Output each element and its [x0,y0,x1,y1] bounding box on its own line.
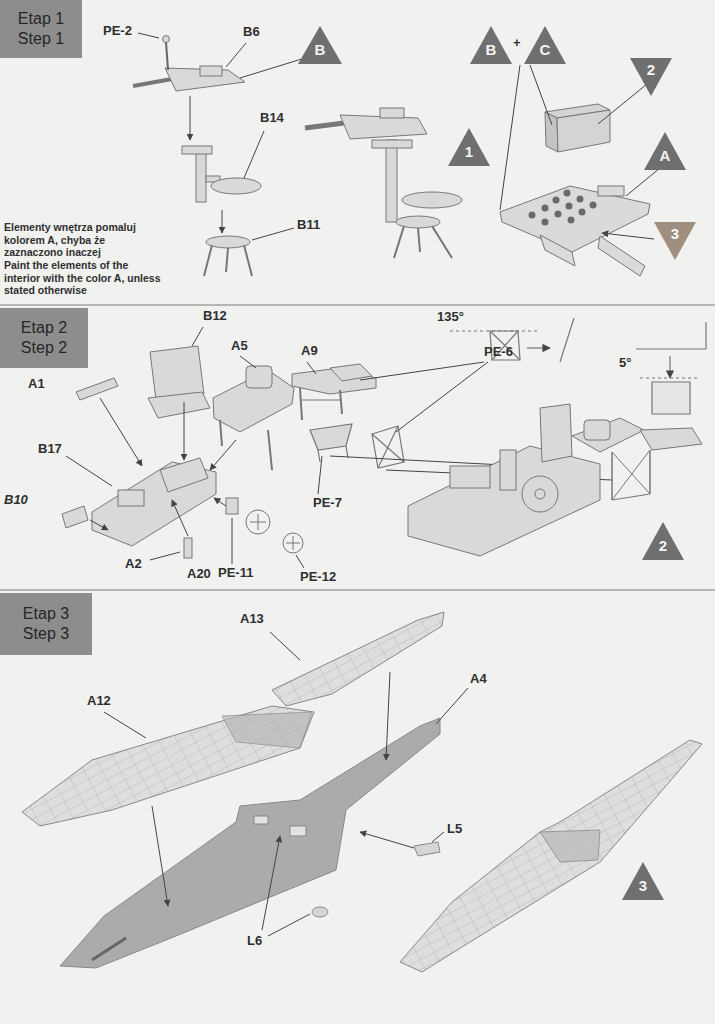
part-label: A1 [28,377,45,392]
marker-letter: 2 [647,61,655,80]
marker-letter: 1 [465,143,473,162]
part-label: A2 [125,557,142,572]
section-divider [0,305,715,590]
marker-letter: B [486,41,497,60]
step-title: Etap 3 [23,604,69,624]
part-label: B6 [243,25,260,40]
step-header: Etap 3Step 3 [0,593,92,655]
marker-triangle: B [470,26,512,64]
part-label: 5° [619,356,631,371]
marker-triangle: B [298,26,342,64]
step-title: Etap 1 [18,9,64,29]
marker-letter: B [315,41,326,60]
marker-triangle: 2 [642,522,684,560]
step-title: Etap 2 [21,318,67,338]
marker-triangle: C [524,26,566,64]
photo-etch-part [310,318,706,468]
part-label: B14 [260,111,284,126]
seat-part [148,346,210,418]
paint-note: Elementy wnętrza pomaluj kolorem A, chyb… [4,221,162,259]
step-header: Etap 1Step 1 [0,0,82,58]
part-label: A9 [301,344,318,359]
part-label: PE-12 [300,570,336,585]
leader-line [104,632,468,936]
step-title: Step 2 [21,338,67,358]
part-label: PE-6 [484,345,513,360]
paint-note: Paint the elements of the interior with … [4,259,162,297]
step-header: Etap 2Step 2 [0,308,88,368]
step-title: Step 3 [23,624,69,644]
part-label: L5 [447,822,462,837]
base-part [62,378,303,558]
step-title: Step 1 [18,29,64,49]
tripod-part [204,236,252,276]
marker-letter: 3 [639,877,647,896]
assembled-wing [400,740,702,972]
box-part [545,104,610,152]
stand-part [182,146,261,202]
part-label: PE-7 [313,496,342,511]
part-label: PE-2 [103,24,132,39]
part-label: B10 [4,493,28,508]
frame-part [213,364,376,470]
leader-line [500,65,660,239]
part-label: 135° [437,310,464,325]
part-label: A20 [187,567,211,582]
part-label: L6 [247,934,262,949]
part-label: A13 [240,612,264,627]
marker-triangle: 2 [630,58,672,96]
part-label: B12 [203,309,227,324]
part-label: B11 [297,218,320,233]
part-label: A12 [87,694,111,709]
plate-part [500,186,650,276]
part-label: PE-11 [218,566,253,581]
assembled-gun [305,108,462,258]
marker-letter: A [660,147,671,166]
gun-part [133,36,245,92]
marker-triangle: 1 [448,128,490,166]
leader-line [66,327,612,568]
part-label: A4 [470,672,487,687]
leader-line [138,33,305,240]
marker-letter: 3 [671,225,679,244]
fuselage-part [60,718,440,968]
marker-triangle: 3 [654,222,696,260]
part-label: A5 [231,339,248,354]
marker-letter: C [540,41,551,60]
marker-triangle: 3 [622,862,664,900]
part-label: B17 [38,442,62,457]
part-label: + [513,36,521,51]
marker-letter: 2 [659,537,667,556]
marker-triangle: A [644,132,686,170]
small-part [312,842,440,917]
